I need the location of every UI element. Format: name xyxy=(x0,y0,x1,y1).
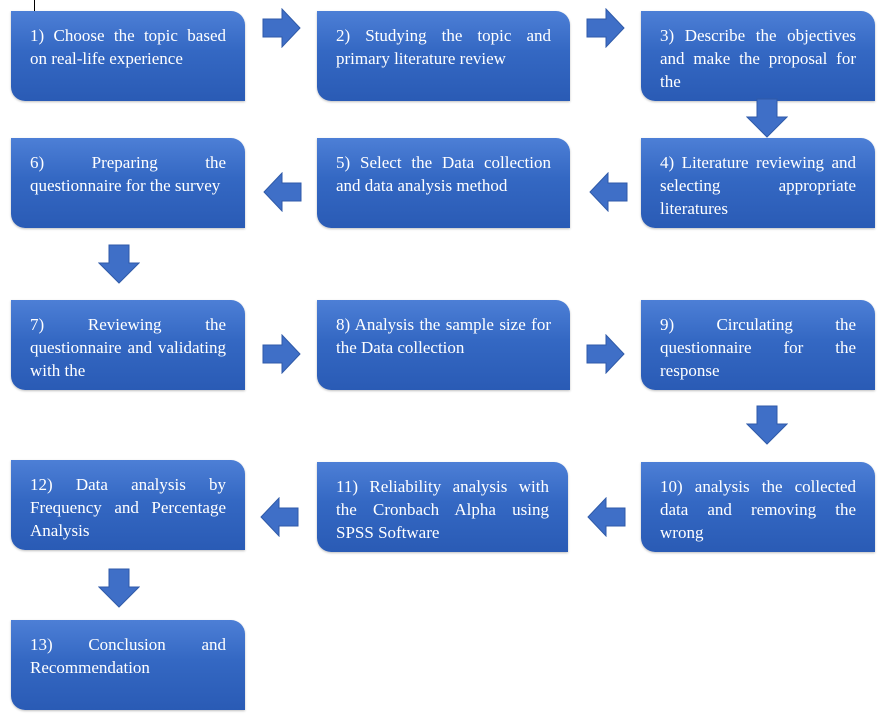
step-4-text: 4) Literature reviewing and selecting ap… xyxy=(660,153,856,218)
arrow-down-icon xyxy=(746,98,788,138)
arrow-left-icon xyxy=(587,497,626,537)
step-8-text: 8) Analysis the sample size for the Data… xyxy=(336,315,551,357)
arrow-down-icon xyxy=(98,568,140,608)
arrow-right-icon xyxy=(586,8,625,48)
step-1-box: 1) Choose the topic based on real-life e… xyxy=(11,11,245,101)
step-7-box: 7) Reviewing the questionnaire and valid… xyxy=(11,300,245,390)
text-cursor xyxy=(34,0,35,12)
step-6-box: 6) Preparing the questionnaire for the s… xyxy=(11,138,245,228)
step-13-text: 13) Conclusion and Recommendation xyxy=(30,635,226,677)
step-11-box: 11) Reliability analysis with the Cronba… xyxy=(317,462,568,552)
step-2-text: 2) Studying the topic and primary litera… xyxy=(336,26,551,68)
step-10-text: 10) analysis the collected data and remo… xyxy=(660,477,856,542)
step-10-box: 10) analysis the collected data and remo… xyxy=(641,462,875,552)
step-3-text: 3) Describe the objectives and make the … xyxy=(660,26,856,91)
step-3-box: 3) Describe the objectives and make the … xyxy=(641,11,875,101)
step-11-text: 11) Reliability analysis with the Cronba… xyxy=(336,477,549,542)
step-7-text: 7) Reviewing the questionnaire and valid… xyxy=(30,315,226,380)
arrow-right-icon xyxy=(262,8,301,48)
step-5-box: 5) Select the Data collection and data a… xyxy=(317,138,570,228)
arrow-right-icon xyxy=(586,334,625,374)
step-6-text: 6) Preparing the questionnaire for the s… xyxy=(30,153,226,195)
arrow-down-icon xyxy=(98,244,140,284)
step-5-text: 5) Select the Data collection and data a… xyxy=(336,153,551,195)
arrow-right-icon xyxy=(262,334,301,374)
arrow-left-icon xyxy=(260,497,299,537)
step-12-text: 12) Data analysis by Frequency and Perce… xyxy=(30,475,226,540)
step-1-text: 1) Choose the topic based on real-life e… xyxy=(30,26,226,68)
step-8-box: 8) Analysis the sample size for the Data… xyxy=(317,300,570,390)
arrow-down-icon xyxy=(746,405,788,445)
step-13-box: 13) Conclusion and Recommendation xyxy=(11,620,245,710)
step-12-box: 12) Data analysis by Frequency and Perce… xyxy=(11,460,245,550)
arrow-left-icon xyxy=(589,172,628,212)
step-4-box: 4) Literature reviewing and selecting ap… xyxy=(641,138,875,228)
arrow-left-icon xyxy=(263,172,302,212)
step-9-box: 9) Circulating the questionnaire for the… xyxy=(641,300,875,390)
step-2-box: 2) Studying the topic and primary litera… xyxy=(317,11,570,101)
step-9-text: 9) Circulating the questionnaire for the… xyxy=(660,315,856,380)
